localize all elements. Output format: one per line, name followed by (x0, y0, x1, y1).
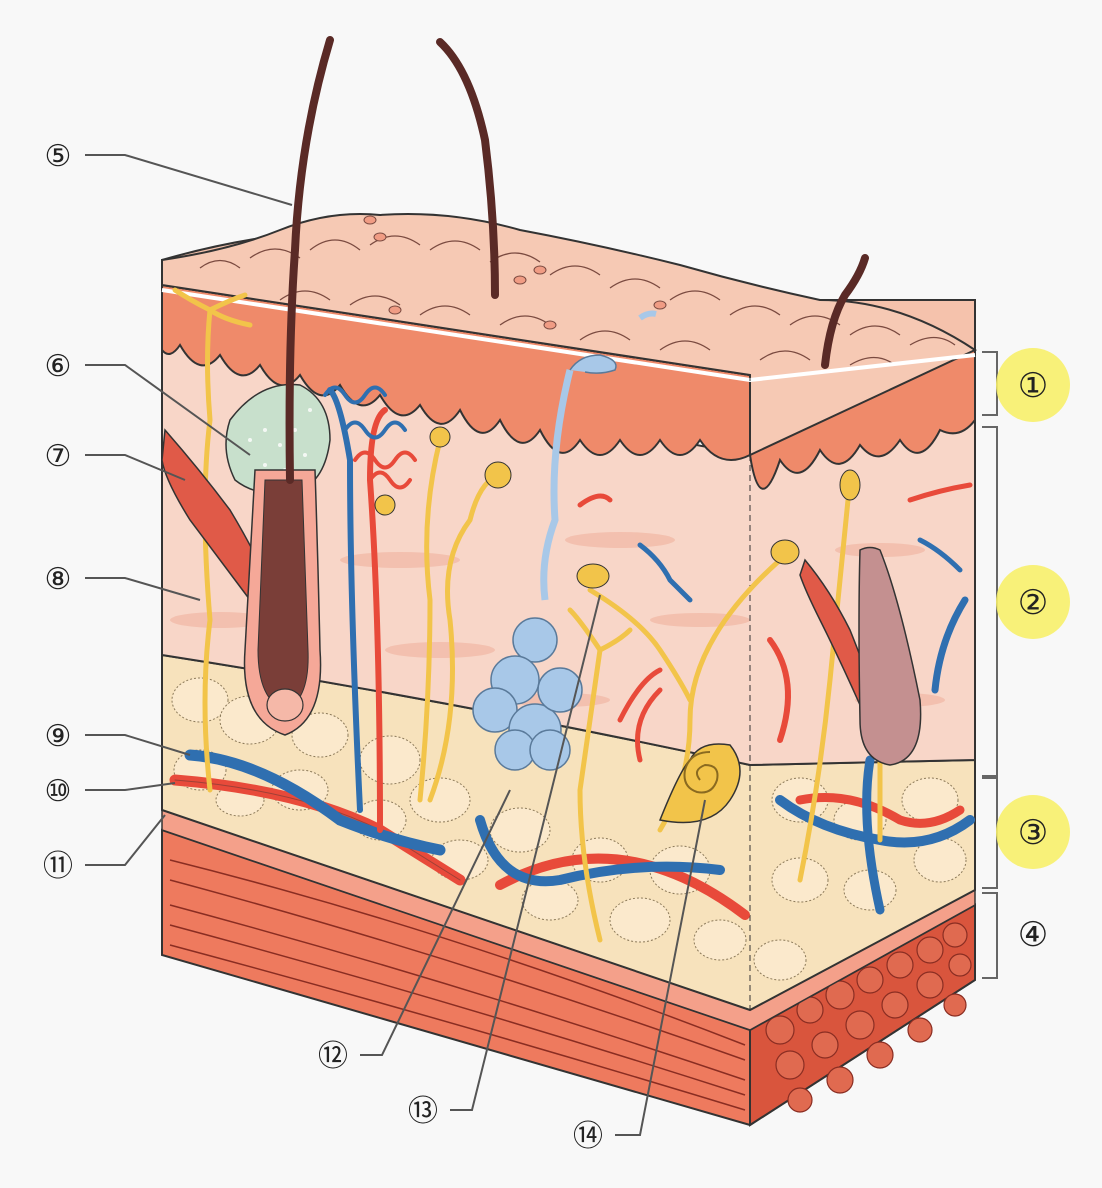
leader-14 (615, 799, 706, 1136)
callout-9: ⑨ (45, 719, 72, 754)
layer-label-4: ④ (1018, 915, 1048, 955)
layer-label-2: ② (1018, 583, 1048, 623)
leader-6 (85, 364, 251, 456)
layer-label-1: ① (1018, 366, 1048, 406)
leader-11 (85, 814, 166, 866)
callout-10: ⑩ (45, 774, 72, 809)
callout-labels: ⑤ ⑥ ⑦ ⑧ ⑨ ⑩ ⑪ ⑫ ⑬ ⑭ (43, 139, 603, 1154)
layer-brackets (982, 351, 998, 979)
leader-lines (85, 154, 706, 1136)
leader-9 (85, 734, 191, 756)
arrector-pili-muscle (161, 428, 876, 706)
muscle-layer (161, 808, 976, 1127)
leader-12 (360, 789, 511, 1056)
leader-5 (85, 154, 293, 206)
callout-5: ⑤ (45, 139, 72, 174)
bracket-4 (982, 892, 998, 979)
layer-3-highlight (996, 795, 1070, 869)
layer-label-3: ③ (1018, 813, 1048, 853)
pacinian-corpuscle (658, 743, 741, 824)
leader-8 (85, 577, 201, 601)
callout-13: ⑬ (408, 1094, 438, 1129)
leader-10 (85, 782, 176, 791)
layer-1-highlight (996, 348, 1070, 422)
callout-14: ⑭ (573, 1119, 603, 1154)
layer-highlights (996, 348, 1070, 869)
callout-6: ⑥ (45, 349, 72, 384)
callout-7: ⑦ (45, 439, 72, 474)
sweat-gland (472, 310, 657, 771)
callout-11: ⑪ (43, 849, 73, 884)
bracket-2 (982, 426, 998, 777)
bracket-1 (982, 351, 998, 416)
hair-follicles (225, 36, 922, 766)
layer-2-highlight (996, 565, 1070, 639)
leader-13 (450, 594, 601, 1111)
bracket-3 (982, 777, 998, 889)
leader-7 (85, 454, 186, 481)
callout-12: ⑫ (318, 1039, 348, 1074)
callout-8: ⑧ (45, 562, 72, 597)
layer-labels: ① ② ③ ④ (1018, 366, 1048, 955)
